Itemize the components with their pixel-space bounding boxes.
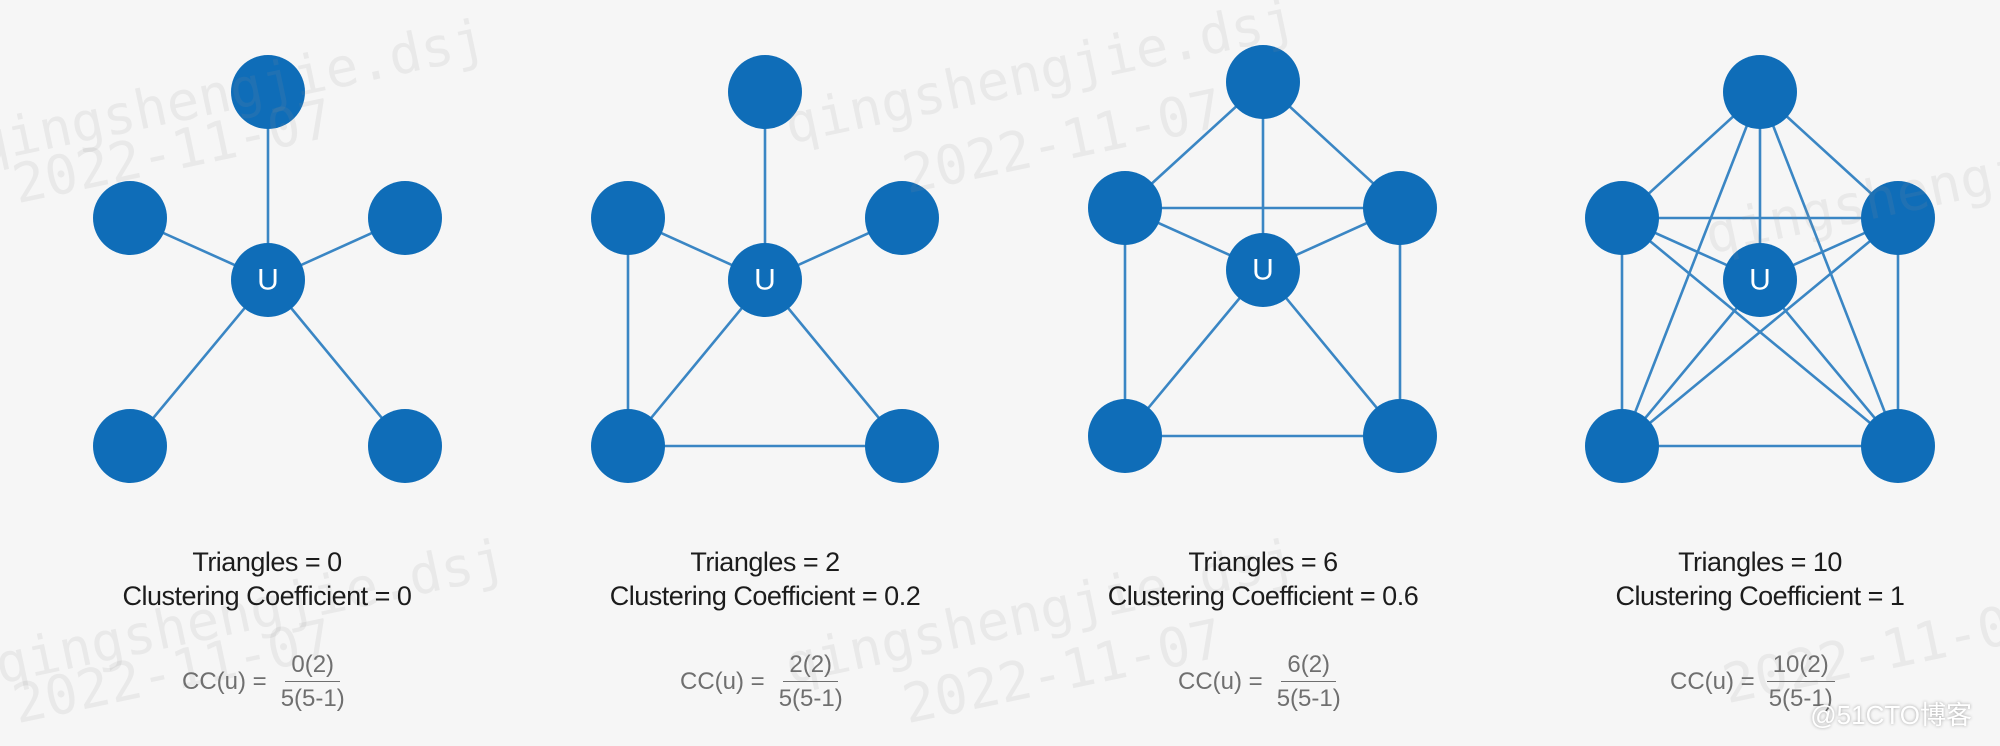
formula-lhs: CC(u) = bbox=[1670, 668, 1755, 695]
graph-panel-1: U bbox=[93, 55, 442, 483]
cc-formula: CC(u) = 10(2) 5(5-1) bbox=[1670, 651, 1839, 713]
center-node-label: U bbox=[1252, 254, 1274, 287]
formula-numerator: 6(2) bbox=[1281, 651, 1337, 682]
panel-2-caption: Triangles = 2 Clustering Coefficient = 0… bbox=[515, 545, 1015, 613]
graph-panel-4: U bbox=[1585, 55, 1935, 483]
center-node-label: U bbox=[257, 264, 279, 297]
graph-node bbox=[865, 409, 939, 483]
center-node bbox=[231, 243, 305, 317]
formula-fraction: 2(2) 5(5-1) bbox=[773, 651, 849, 713]
graph-node bbox=[231, 55, 305, 129]
graph-node bbox=[1088, 171, 1162, 245]
center-node bbox=[728, 243, 802, 317]
graph-node bbox=[1363, 171, 1437, 245]
graph-node bbox=[1585, 181, 1659, 255]
triangles-count: Triangles = 0 bbox=[192, 547, 342, 577]
center-node bbox=[1723, 243, 1797, 317]
graph-node bbox=[1585, 409, 1659, 483]
graph-edge bbox=[1621, 216, 1899, 448]
graph-node bbox=[728, 55, 802, 129]
cc-formula: CC(u) = 6(2) 5(5-1) bbox=[1178, 651, 1347, 713]
formula-lhs: CC(u) = bbox=[680, 668, 765, 695]
formula-fraction: 10(2) 5(5-1) bbox=[1763, 651, 1839, 713]
center-node bbox=[1226, 233, 1300, 307]
triangles-count: Triangles = 10 bbox=[1678, 547, 1842, 577]
graph-panel-2: U bbox=[591, 55, 939, 483]
graph-edge bbox=[1758, 91, 1900, 447]
formula-denominator: 5(5-1) bbox=[1276, 685, 1341, 712]
cc-formula: CC(u) = 0(2) 5(5-1) bbox=[182, 651, 351, 713]
center-node-label: U bbox=[1749, 264, 1771, 297]
formula-denominator: 5(5-1) bbox=[280, 685, 345, 712]
panel-3-caption: Triangles = 6 Clustering Coefficient = 0… bbox=[1013, 545, 1513, 613]
graph-node bbox=[1226, 45, 1300, 119]
graph-node bbox=[1088, 399, 1162, 473]
graph-edge bbox=[1620, 91, 1762, 447]
panel-4-caption: Triangles = 10 Clustering Coefficient = … bbox=[1510, 545, 2000, 613]
graph-panel-3: U bbox=[1088, 45, 1437, 473]
formula-denominator: 5(5-1) bbox=[778, 685, 843, 712]
formula-lhs: CC(u) = bbox=[182, 668, 267, 695]
graph-node bbox=[591, 181, 665, 255]
graph-node bbox=[1363, 399, 1437, 473]
graph-node bbox=[591, 409, 665, 483]
graph-node bbox=[93, 409, 167, 483]
clustering-coefficient: Clustering Coefficient = 1 bbox=[1615, 581, 1905, 611]
graph-node bbox=[1723, 55, 1797, 129]
formula-fraction: 0(2) 5(5-1) bbox=[275, 651, 351, 713]
panel-1-caption: Triangles = 0 Clustering Coefficient = 0 bbox=[17, 545, 517, 613]
formula-numerator: 0(2) bbox=[285, 651, 341, 682]
clustering-coefficient: Clustering Coefficient = 0.2 bbox=[609, 581, 921, 611]
clustering-coefficient: Clustering Coefficient = 0 bbox=[122, 581, 412, 611]
graph-node bbox=[1861, 181, 1935, 255]
triangles-count: Triangles = 2 bbox=[690, 547, 840, 577]
center-node-label: U bbox=[754, 264, 776, 297]
formula-lhs: CC(u) = bbox=[1178, 668, 1263, 695]
formula-numerator: 10(2) bbox=[1766, 651, 1835, 682]
graph-node bbox=[368, 409, 442, 483]
graph-node bbox=[1861, 409, 1935, 483]
graph-node bbox=[368, 181, 442, 255]
graph-node bbox=[93, 181, 167, 255]
cc-formula: CC(u) = 2(2) 5(5-1) bbox=[680, 651, 849, 713]
triangles-count: Triangles = 6 bbox=[1188, 547, 1338, 577]
formula-denominator: 5(5-1) bbox=[1768, 685, 1833, 712]
formula-numerator: 2(2) bbox=[783, 651, 839, 682]
formula-fraction: 6(2) 5(5-1) bbox=[1271, 651, 1347, 713]
graph-node bbox=[865, 181, 939, 255]
brand-watermark: @51CTO博客 bbox=[1810, 700, 1972, 730]
clustering-coefficient: Clustering Coefficient = 0.6 bbox=[1107, 581, 1419, 611]
